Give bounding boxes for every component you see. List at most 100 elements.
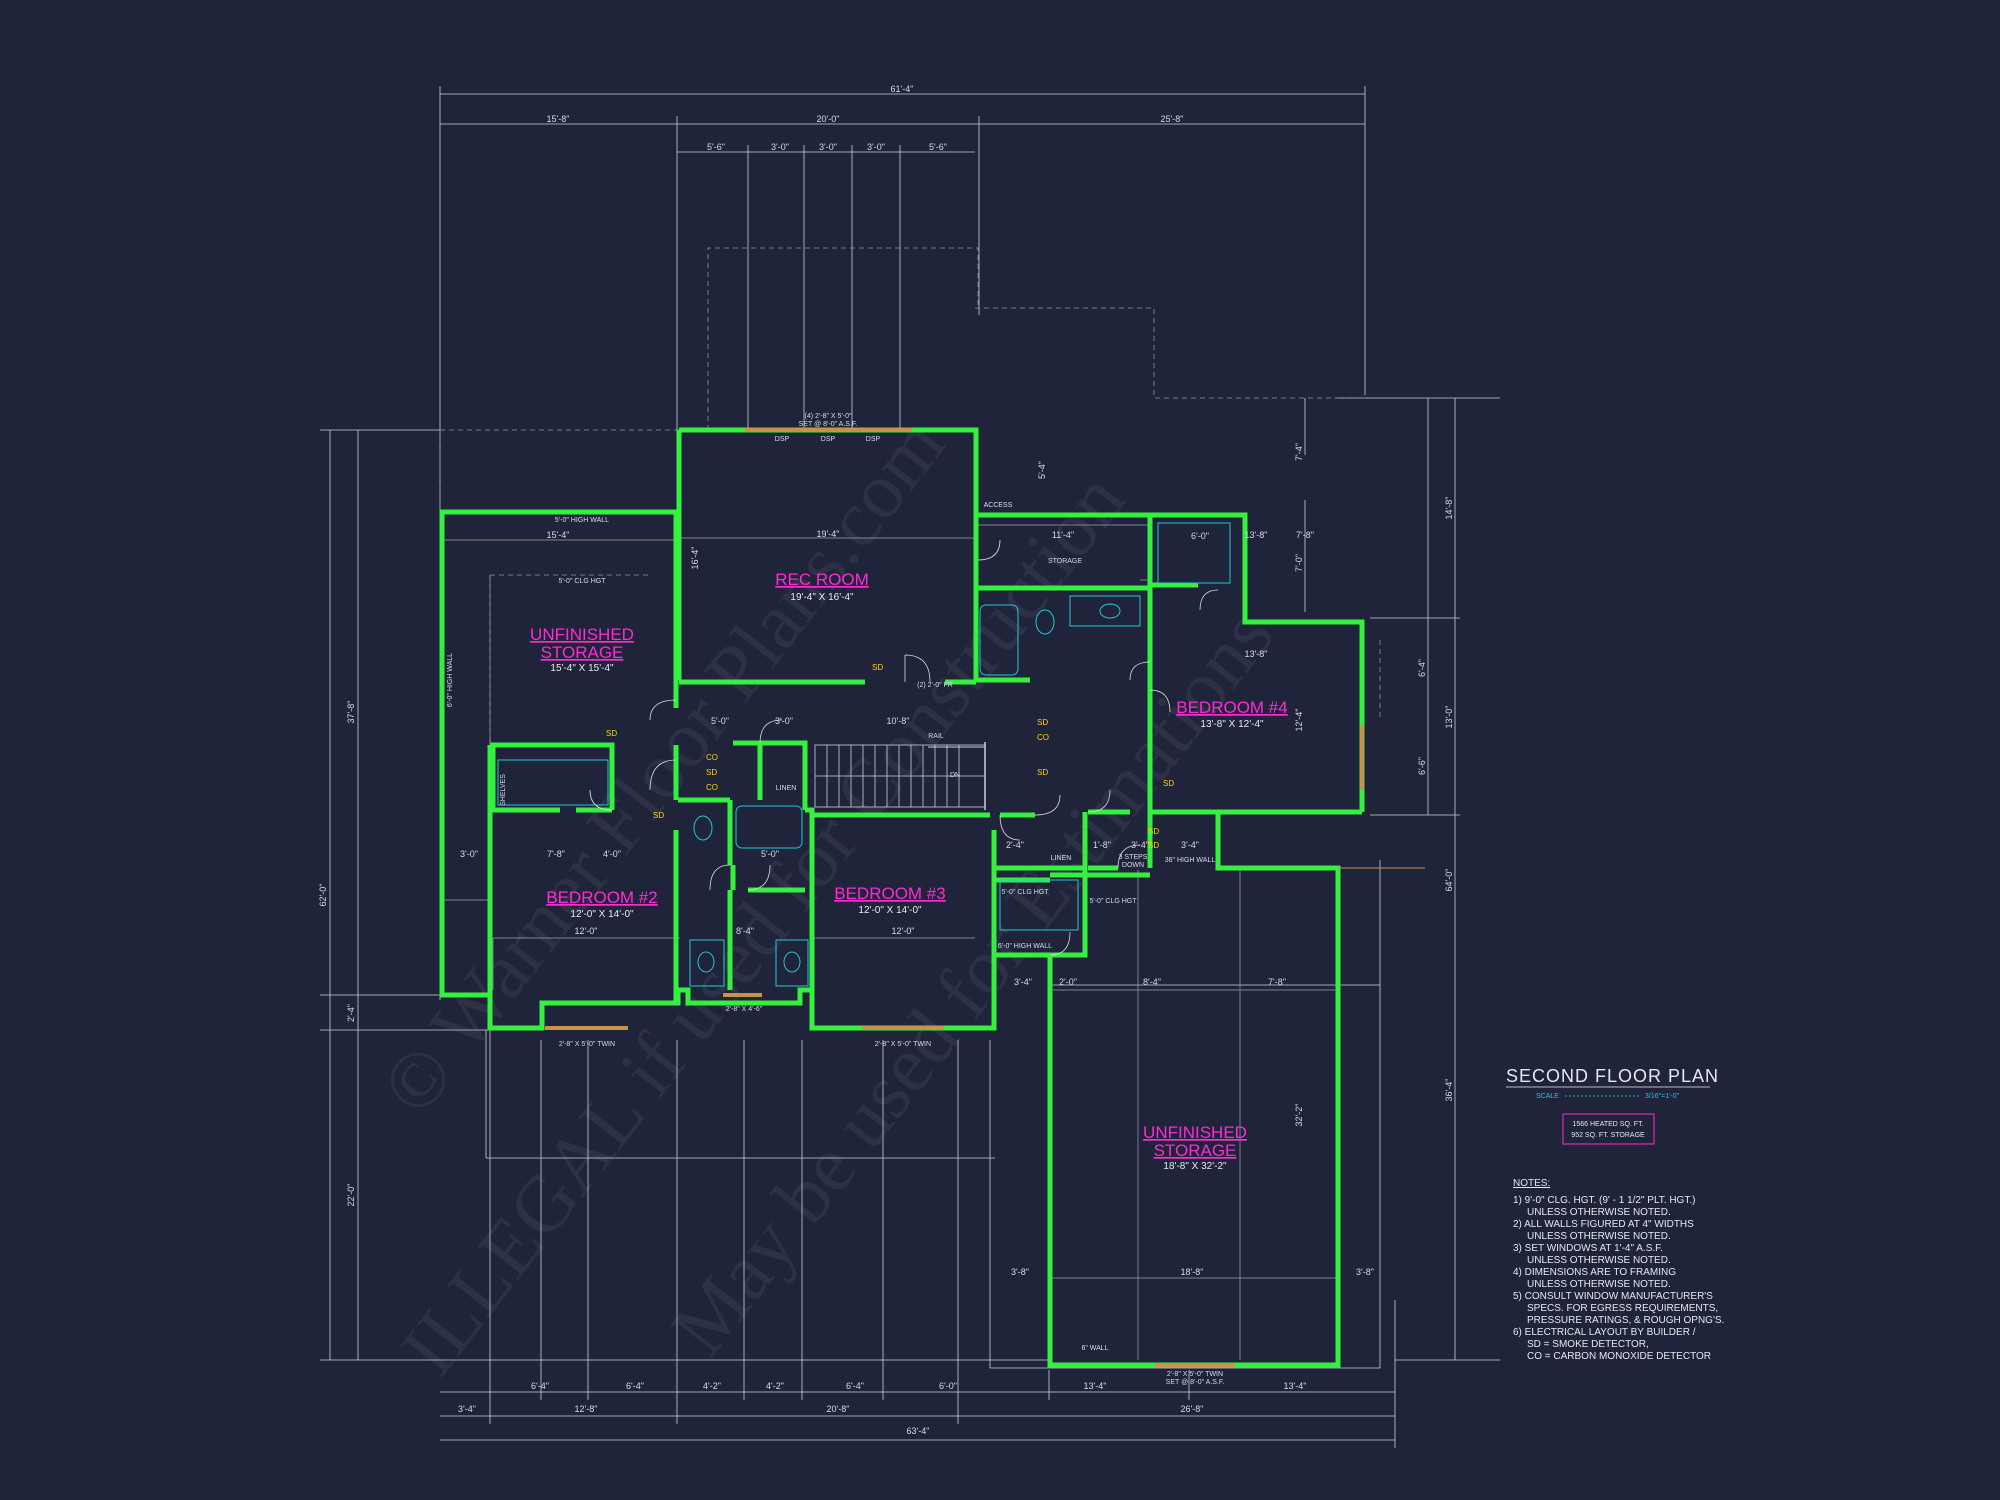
- dim-bottom-b: 12'-8": [575, 1404, 598, 1414]
- label-clg-5b: 5'-0" CLG HGT: [1002, 889, 1050, 896]
- dim-inner-20: 18'-8": [1181, 1267, 1204, 1277]
- detector-5: SD: [606, 729, 617, 738]
- label-5-wall: 5'-0" HIGH WALL: [555, 517, 609, 524]
- dim-inner-12: 4'-0": [603, 849, 621, 859]
- label-rail: RAIL: [928, 733, 944, 740]
- dim-r-3: 7'-8": [1296, 530, 1314, 540]
- bathtub-icon: [979, 604, 1019, 676]
- label-dsp-1: DSP: [775, 436, 790, 443]
- dimension-texts: 61'-4" 15'-8" 20'-0" 25'-8" 5'-6" 3'-0" …: [318, 84, 1454, 1436]
- storage2-name-b: STORAGE: [1154, 1141, 1237, 1160]
- door-icon: [904, 654, 931, 683]
- dim-bottom-s7: 13'-4": [1084, 1381, 1107, 1391]
- dim-inner-18: 8'-4": [1143, 977, 1161, 987]
- dim-right-e: 6'-6": [1417, 757, 1427, 775]
- dim-inner-4: 11'-4": [1052, 530, 1074, 540]
- dim-top-c: 25'-8": [1161, 114, 1184, 124]
- label-dn: DN: [950, 772, 960, 779]
- label-linen-1: LINEN: [776, 785, 797, 792]
- dim-left-b: 2'-4": [346, 1004, 356, 1022]
- dim-top-b: 20'-0": [817, 114, 840, 124]
- bedroom4-size: 13'-8" X 12'-4": [1200, 719, 1264, 730]
- room-labels: REC ROOM 19'-4" X 16'-4" UNFINISHED STOR…: [530, 570, 1288, 1172]
- note-line-5: 3) SET WINDOWS AT 1'-4" A.S.F.: [1513, 1243, 1663, 1254]
- plumbing-fixtures: [497, 522, 1231, 987]
- dim-inner-9: 3'-0": [775, 716, 793, 726]
- dim-inner-1: 19'-4": [817, 529, 840, 539]
- area-storage: 952 SQ. FT. STORAGE: [1571, 1132, 1645, 1139]
- note-line-10: SPECS. FOR EGRESS REQUIREMENTS,: [1527, 1303, 1718, 1314]
- dim-top-s4: 3'-0": [867, 142, 885, 152]
- note-line-7: 4) DIMENSIONS ARE TO FRAMING: [1513, 1267, 1676, 1278]
- dim-right-d: 6'-4": [1417, 659, 1427, 677]
- storage2-size: 18'-8" X 32'-2": [1163, 1161, 1227, 1172]
- bedroom2-name: BEDROOM #2: [546, 888, 657, 907]
- dim-inner-2: 16'-4": [690, 547, 700, 570]
- dim-bottom-overall: 63'-4": [907, 1426, 930, 1436]
- detector-12: SD: [1148, 841, 1159, 850]
- detector-2: SD: [1037, 718, 1048, 727]
- dim-inner-17: 2'-0": [1059, 977, 1077, 987]
- dim-inner-31: 3'-0": [460, 849, 478, 859]
- dim-right-c: 36'-4": [1444, 1079, 1454, 1102]
- note-line-6: UNLESS OTHERWISE NOTED.: [1527, 1255, 1671, 1266]
- bedroom4-name: BEDROOM #4: [1176, 698, 1287, 717]
- detector-11: CO: [706, 783, 718, 792]
- dim-bottom-d: 26'-8": [1181, 1404, 1204, 1414]
- label-dsp-3: DSP: [866, 436, 881, 443]
- detector-3: CO: [1037, 733, 1049, 742]
- dim-bottom-s5: 6'-4": [846, 1381, 864, 1391]
- plan-title: SECOND FLOOR PLAN: [1506, 1066, 1719, 1086]
- dim-inner-15: 8'-4": [736, 926, 754, 936]
- title-block: SECOND FLOOR PLAN SCALE 3/16"=1'-0" 1566…: [1506, 1066, 1719, 1145]
- note-line-12: 6) ELECTRICAL LAYOUT BY BUILDER /: [1513, 1327, 1696, 1338]
- sink-icon-2: [697, 951, 715, 973]
- sink-counter-icon: [1069, 595, 1141, 627]
- dim-inner-5: 13'-8": [1245, 649, 1268, 659]
- notes-heading: NOTES:: [1513, 1178, 1550, 1189]
- doors: [589, 539, 1219, 956]
- dim-bottom-c: 20'-8": [827, 1404, 850, 1414]
- dim-inner-27: 1'-8": [1093, 840, 1111, 850]
- label-win-stor-set: SET @ 8'-0" A.S.F.: [1166, 1379, 1225, 1386]
- dim-bottom-s4: 4'-2": [766, 1381, 784, 1391]
- label-linen-2: LINEN: [1051, 855, 1072, 862]
- detector-8: SD: [653, 811, 664, 820]
- notes-block: NOTES: 1) 9'-0" CLG. HGT. (9' - 1 1/2" P…: [1513, 1178, 1724, 1362]
- label-win-b3: 2'-8" X 5'-0" TWIN: [875, 1041, 931, 1048]
- label-storage: STORAGE: [1048, 558, 1082, 565]
- label-steps: 3 STEPS: [1119, 854, 1148, 861]
- label-6-wall: 6'-0" HIGH WALL: [447, 653, 454, 707]
- windows: [545, 428, 1364, 1367]
- label-access: ACCESS: [984, 502, 1013, 509]
- label-win-bath: 2'-8" X 4'-6": [726, 1006, 763, 1013]
- closet-icon-2: [497, 759, 609, 806]
- sink-icon-3: [783, 951, 801, 973]
- dim-left-c: 22'-0": [346, 1184, 356, 1207]
- dim-bottom-a: 3'-4": [458, 1404, 476, 1414]
- label-dsp-2: DSP: [821, 436, 836, 443]
- dim-inner-19: 7'-8": [1268, 977, 1286, 987]
- sink-counter-icon-3: [775, 939, 809, 987]
- dim-right-overall: 64'-0": [1444, 869, 1454, 892]
- dim-inner-28: 3'-4": [1131, 840, 1149, 850]
- dim-top-s1: 5'-6": [707, 142, 725, 152]
- note-line-11: PRESSURE RATINGS, & ROUGH OPNG'S.: [1527, 1315, 1724, 1326]
- dim-inner-23: 32'-2": [1294, 1104, 1304, 1127]
- dim-left-a: 37'-8": [346, 701, 356, 724]
- dim-bottom-s8: 13'-4": [1284, 1381, 1307, 1391]
- dim-r-2: 7'-0": [1294, 554, 1304, 572]
- dim-bottom-s3: 4'-2": [703, 1381, 721, 1391]
- note-line-1: 1) 9'-0" CLG. HGT. (9' - 1 1/2" PLT. HGT…: [1513, 1195, 1695, 1206]
- dim-inner-7: 6'-0": [1191, 531, 1209, 541]
- dim-top-s3: 3'-0": [819, 142, 837, 152]
- note-line-13: SD = SMOKE DETECTOR,: [1527, 1339, 1649, 1350]
- dim-inner-8: 10'-8": [887, 716, 910, 726]
- dim-inner-29: 3'-4": [1181, 840, 1199, 850]
- note-line-14: CO = CARBON MONOXIDE DETECTOR: [1527, 1351, 1711, 1362]
- label-win-stor: 2'-8" X 5'-0" TWIN: [1167, 1371, 1223, 1378]
- walls: [439, 427, 1365, 1368]
- bedroom2-size: 12'-0" X 14'-0": [570, 909, 634, 920]
- detector-9: SD: [1148, 827, 1159, 836]
